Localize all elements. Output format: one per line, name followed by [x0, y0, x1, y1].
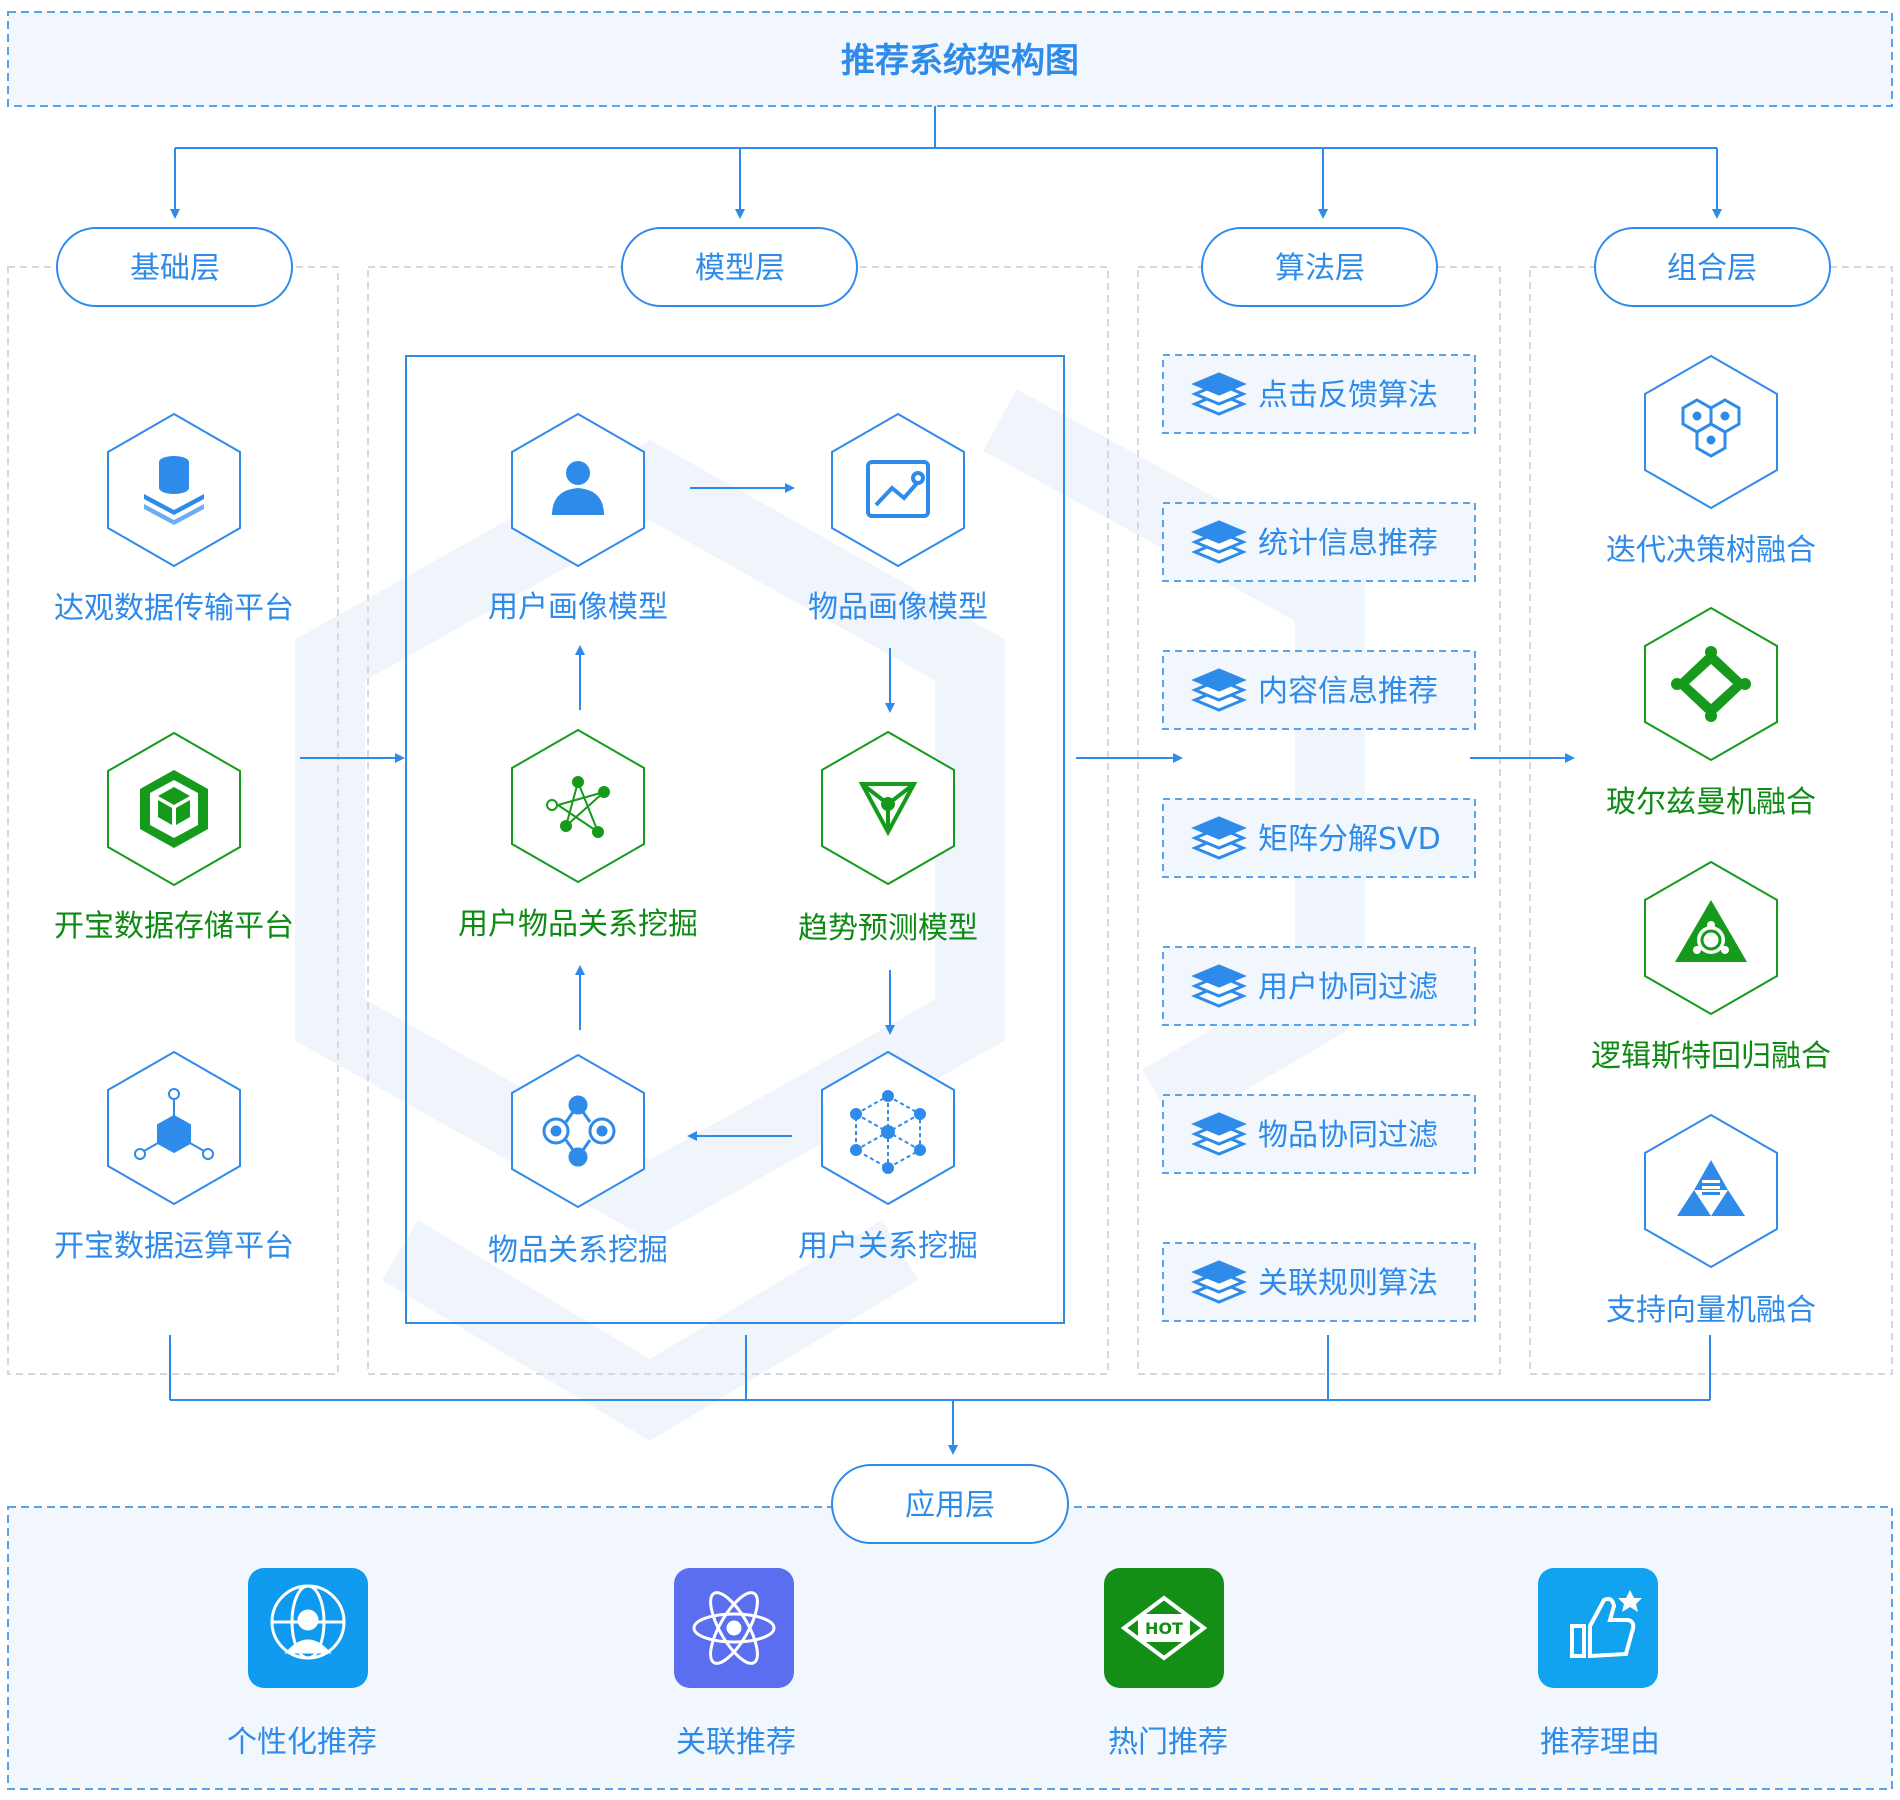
model-item-label: 趋势预测模型 — [798, 911, 978, 946]
algo-item-label: 关联规则算法 — [1258, 1266, 1438, 1301]
layer-header-base: 基础层 — [56, 227, 293, 307]
algo-item: 物品协同过滤 — [1162, 1094, 1476, 1174]
model-item-item-profile: 物品画像模型 — [808, 412, 988, 625]
triangle-stack-icon — [1677, 1160, 1745, 1216]
layer-header-base-text: 基础层 — [130, 251, 220, 286]
diamond-icon — [1671, 646, 1751, 722]
combo-item-label: 支持向量机融合 — [1606, 1293, 1816, 1328]
base-item-transfer: 达观数据传输平台 — [54, 412, 294, 626]
hot-icon: HOT — [1120, 1595, 1208, 1661]
model-item-label: 物品关系挖掘 — [488, 1233, 668, 1268]
graph-network-icon — [546, 776, 610, 838]
app-item-label: 热门推荐 — [1108, 1725, 1228, 1760]
algo-item: 矩阵分解SVD — [1162, 798, 1476, 878]
layer-header-app-text: 应用层 — [905, 1488, 995, 1523]
layer-header-algo-text: 算法层 — [1275, 251, 1365, 286]
app-item-reason: 推荐理由 — [1538, 1568, 1660, 1760]
model-item-label: 用户画像模型 — [488, 590, 668, 625]
model-inner-frame — [405, 355, 1065, 1324]
base-item-label: 开宝数据存储平台 — [54, 909, 294, 944]
base-item-label: 达观数据传输平台 — [54, 591, 294, 626]
model-item-user-item-mining: 用户物品关系挖掘 — [458, 728, 698, 942]
layer-header-app: 应用层 — [831, 1464, 1069, 1544]
combo-item-gbdt: 迭代决策树融合 — [1606, 354, 1816, 568]
node-link-icon — [542, 1095, 616, 1167]
top-connectors — [170, 106, 1722, 219]
model-flow-arrows — [575, 483, 895, 1141]
app-item-personalized: 个性化推荐 — [227, 1568, 377, 1760]
algo-item-label: 用户协同过滤 — [1258, 970, 1438, 1005]
algo-item: 统计信息推荐 — [1162, 502, 1476, 582]
layers-icon — [1191, 372, 1247, 416]
model-item-label: 物品画像模型 — [808, 590, 988, 625]
person-globe-icon — [270, 1584, 346, 1660]
layers-icon — [1191, 1260, 1247, 1304]
hex-cluster-icon — [1681, 398, 1741, 458]
layer-header-algo: 算法层 — [1201, 227, 1438, 307]
layer-header-model-text: 模型层 — [695, 251, 785, 286]
algo-item-label: 矩阵分解SVD — [1258, 822, 1441, 857]
algo-item-label: 统计信息推荐 — [1258, 526, 1438, 561]
recycle-triangle-icon — [1675, 900, 1747, 962]
combo-item-label: 玻尔兹曼机融合 — [1606, 785, 1816, 820]
combo-item-label: 迭代决策树融合 — [1606, 533, 1816, 568]
combo-item-label: 逻辑斯特回归融合 — [1591, 1039, 1831, 1074]
app-item-related: 关联推荐 — [674, 1568, 796, 1760]
algo-item-label: 点击反馈算法 — [1258, 378, 1438, 413]
mesh-icon — [850, 1090, 926, 1174]
layer-header-combo: 组合层 — [1594, 227, 1831, 307]
model-item-user-relation: 用户关系挖掘 — [798, 1050, 978, 1264]
algo-item: 关联规则算法 — [1162, 1242, 1476, 1322]
model-item-label: 用户关系挖掘 — [798, 1229, 978, 1264]
model-item-user-profile: 用户画像模型 — [488, 412, 668, 625]
atom-icon — [692, 1591, 776, 1665]
combo-item-rbm: 玻尔兹曼机融合 — [1606, 606, 1816, 820]
base-item-label: 开宝数据运算平台 — [54, 1229, 294, 1264]
hot-badge-text: HOT — [1145, 1619, 1183, 1638]
layers-icon — [1191, 668, 1247, 712]
app-item-hot: HOT 热门推荐 — [1104, 1568, 1228, 1760]
combo-item-logistic: 逻辑斯特回归融合 — [1591, 860, 1831, 1074]
image-chart-icon — [866, 460, 930, 518]
cube-network-icon — [134, 1088, 214, 1160]
combo-item-svm: 支持向量机融合 — [1606, 1113, 1816, 1328]
algo-item-label: 物品协同过滤 — [1258, 1118, 1438, 1153]
database-icon — [144, 456, 204, 525]
user-icon — [552, 461, 604, 515]
app-item-label: 推荐理由 — [1540, 1725, 1660, 1760]
model-item-item-relation: 物品关系挖掘 — [488, 1053, 668, 1268]
algo-item: 内容信息推荐 — [1162, 650, 1476, 730]
base-item-compute: 开宝数据运算平台 — [54, 1050, 294, 1264]
layers-icon — [1191, 816, 1247, 860]
layer-header-combo-text: 组合层 — [1667, 251, 1757, 286]
algo-item-label: 内容信息推荐 — [1258, 674, 1438, 709]
algo-item: 点击反馈算法 — [1162, 354, 1476, 434]
layers-icon — [1191, 520, 1247, 564]
layer-header-model: 模型层 — [621, 227, 858, 307]
app-item-label: 个性化推荐 — [227, 1725, 377, 1760]
model-item-trend: 趋势预测模型 — [798, 730, 978, 946]
layers-icon — [1191, 964, 1247, 1008]
base-item-storage: 开宝数据存储平台 — [54, 731, 294, 944]
page-title: 推荐系统架构图 — [841, 41, 1079, 81]
thumbs-up-icon — [1570, 1590, 1642, 1659]
bottom-connectors — [169, 1335, 1711, 1455]
model-item-label: 用户物品关系挖掘 — [458, 907, 698, 942]
cubes-icon — [140, 770, 208, 848]
title-banner — [7, 11, 1893, 107]
app-item-label: 关联推荐 — [676, 1725, 796, 1760]
algo-item: 用户协同过滤 — [1162, 946, 1476, 1026]
layers-icon — [1191, 1112, 1247, 1156]
triangle-node-icon — [858, 782, 918, 837]
